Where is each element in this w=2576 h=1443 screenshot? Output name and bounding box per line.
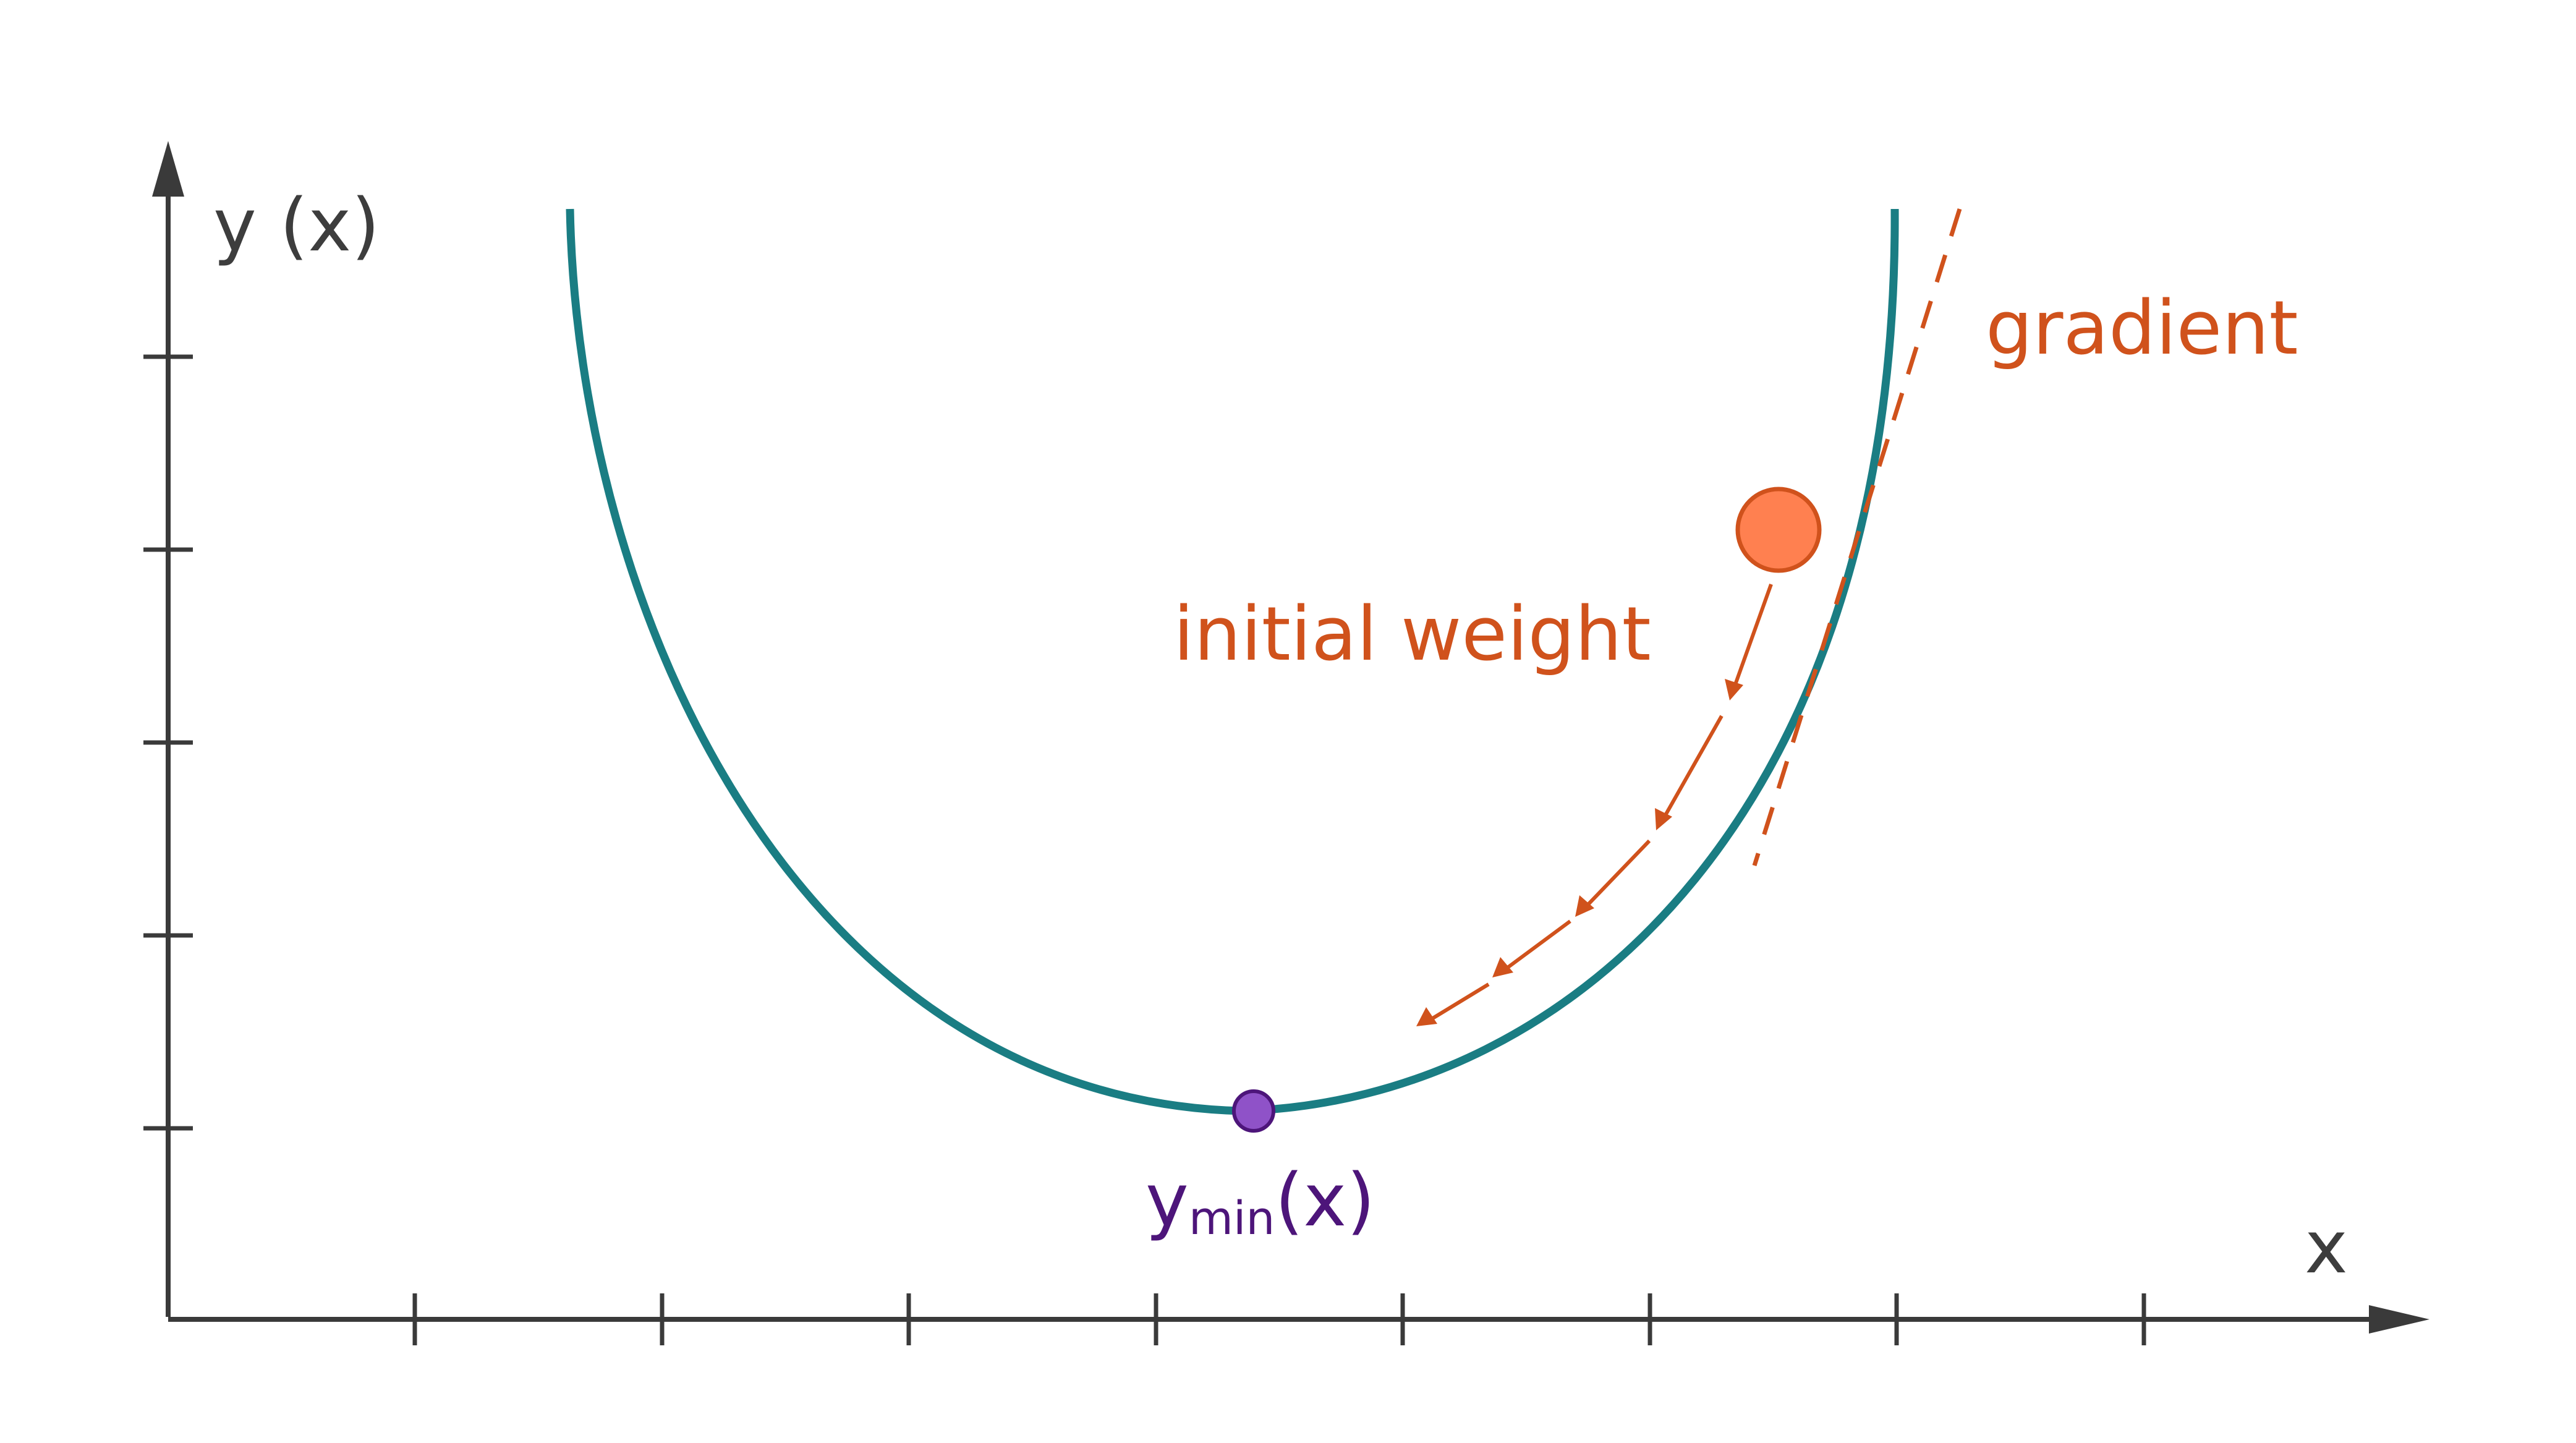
x-axis-label: x [2305, 1204, 2348, 1290]
descent-step-arrowhead [1575, 895, 1594, 917]
descent-step [1733, 583, 1773, 687]
minimum-point [1232, 1089, 1275, 1133]
y-axis [143, 141, 193, 1317]
x-axis [168, 1293, 2429, 1345]
initial-weight-label: initial weight [1173, 592, 1651, 678]
gradient-label: gradient [1986, 286, 2298, 372]
initial-weight-point [1735, 487, 1822, 573]
descent-step-arrowhead [1655, 808, 1672, 830]
y-axis-arrowhead [152, 141, 184, 197]
minimum-label-sub: min [1189, 1192, 1275, 1245]
minimum-label-tail: (x) [1275, 1157, 1375, 1243]
minimum-label-base: y [1146, 1157, 1189, 1243]
descent-step [1430, 982, 1490, 1021]
descent-step [1584, 839, 1651, 908]
descent-step [1662, 715, 1724, 819]
descent-step-arrowhead [1416, 1007, 1437, 1026]
descent-step-arrowhead [1492, 957, 1513, 977]
gradient-tangent-line [1752, 208, 1962, 867]
descent-steps [1416, 583, 1773, 1026]
minimum-label: ymin(x) [1146, 1157, 1375, 1245]
descent-step [1505, 919, 1571, 971]
y-axis-label: y (x) [213, 182, 380, 268]
descent-step-arrowhead [1725, 679, 1743, 700]
x-axis-arrowhead [2369, 1305, 2429, 1334]
